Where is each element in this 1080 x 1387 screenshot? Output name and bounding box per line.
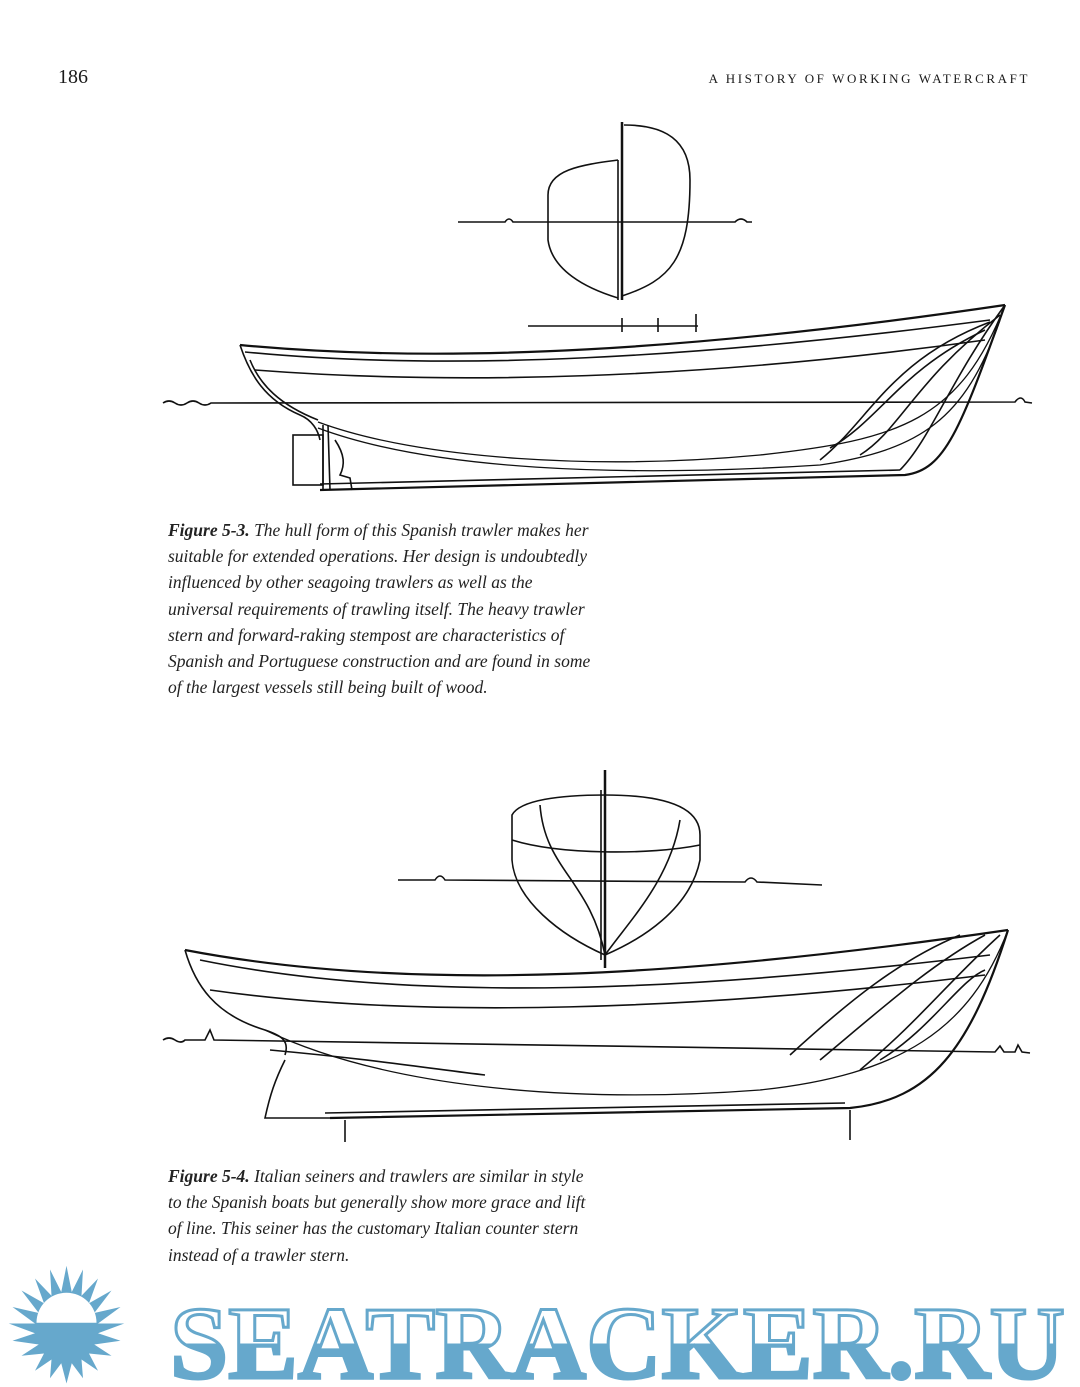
figure-5-4-caption: Figure 5-4. Italian seiners and trawlers…	[168, 1163, 598, 1268]
page-number: 186	[58, 66, 88, 88]
figure-5-4-drawing	[162, 770, 1031, 1142]
running-head: A HISTORY OF WORKING WATERCRAFT	[708, 71, 1030, 86]
figure-5-4-label: Figure 5-4.	[168, 1166, 250, 1186]
profile-5-4	[162, 928, 1031, 1142]
profile-5-3	[162, 303, 1033, 492]
figure-5-4-text: Italian seiners and trawlers are similar…	[168, 1166, 586, 1265]
watermark: SEATRACKER.RU	[8, 1265, 1067, 1387]
watermark-text: SEATRACKER.RU	[170, 1286, 1065, 1387]
figure-5-3-caption: Figure 5-3. The hull form of this Spanis…	[168, 517, 598, 700]
figure-5-3-text: The hull form of this Spanish trawler ma…	[168, 520, 591, 698]
body-plan-5-4	[398, 770, 823, 968]
sun-logo-icon	[8, 1265, 125, 1384]
body-plan-5-3	[458, 122, 752, 332]
figure-5-3-drawing	[162, 122, 1033, 492]
figure-5-3-label: Figure 5-3.	[168, 520, 250, 540]
